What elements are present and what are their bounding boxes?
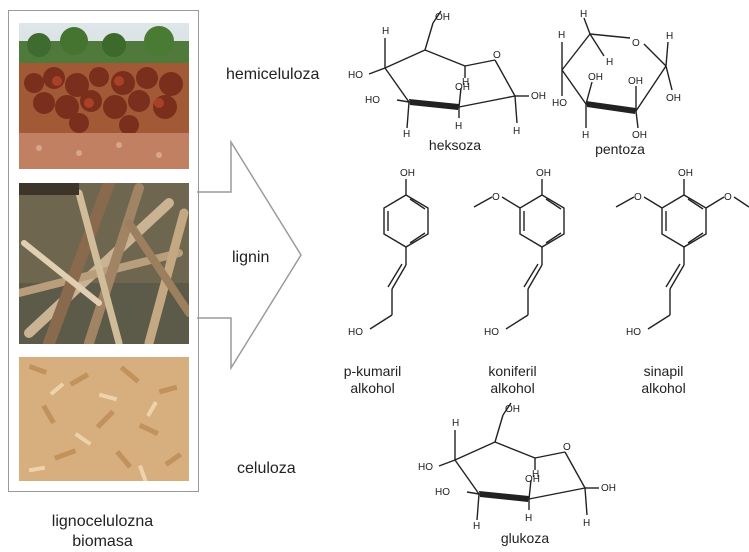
- biomass-caption: lignocelulozna biomasa: [0, 512, 205, 552]
- hexose-ring-o: O: [493, 50, 501, 61]
- pentose-h-2: H: [580, 9, 587, 20]
- glucose-oh-top: OH: [505, 404, 520, 415]
- hexose-ho-1: HO: [348, 70, 363, 81]
- glucose-structure: OH H HO HO O OH OH H H H H: [418, 402, 616, 530]
- pentose-oh-1: OH: [588, 72, 603, 83]
- hexose-h-2: H: [462, 77, 469, 88]
- coniferyl-name-line1: koniferil: [488, 363, 537, 379]
- pentose-ring-o: O: [632, 38, 640, 49]
- cellulose-label: celuloza: [237, 460, 296, 477]
- p-coumaryl-name-line1: p-kumaril: [343, 363, 402, 379]
- glucose-h-3: H: [473, 521, 480, 530]
- p-coumaryl-ho: HO: [348, 327, 363, 338]
- glucose-ho-1: HO: [418, 462, 433, 473]
- glucose-h-1: H: [452, 418, 459, 429]
- hexose-name: heksoza: [428, 137, 482, 153]
- hexose-h-4: H: [455, 121, 462, 132]
- sinapyl-ho: HO: [626, 327, 641, 338]
- hexose-h-5: H: [513, 126, 520, 137]
- wood-logs-photo: [19, 183, 189, 344]
- pentose-oh-4: OH: [632, 130, 647, 141]
- glucose-h-5: H: [583, 518, 590, 529]
- coniferyl-ho: HO: [484, 327, 499, 338]
- coniferyl-oh: OH: [536, 168, 551, 179]
- biomass-caption-line1: lignocelulozna: [51, 513, 154, 530]
- pentose-oh-3: OH: [666, 93, 681, 104]
- pentose-structure: O H H H H OH OH HO OH H OH: [552, 9, 681, 141]
- pentose-h-4: H: [666, 31, 673, 42]
- hexose-ho-2: HO: [365, 95, 380, 106]
- pentose-name: pentoza: [595, 141, 645, 157]
- coniferyl-alcohol-name: koniferil alkohol: [470, 363, 555, 397]
- hexose-oh-right: OH: [531, 91, 546, 102]
- glucose-oh-right: OH: [601, 483, 616, 494]
- pentose-oh-2: OH: [628, 76, 643, 87]
- sinapyl-name-line2: alkohol: [641, 380, 686, 396]
- pentose-h-3: H: [606, 57, 613, 68]
- coniferyl-o: O: [492, 192, 500, 203]
- coniferyl-alcohol-structure: OH O HO: [473, 168, 565, 338]
- hemicellulose-label: hemiceluloza: [226, 66, 320, 83]
- glucose-h-4: H: [525, 513, 532, 524]
- glucose-h-2: H: [532, 469, 539, 480]
- glucose-ring-o: O: [563, 442, 571, 453]
- p-coumaryl-alcohol-structure: OH HO: [348, 168, 429, 338]
- sinapyl-alcohol-name: sinapil alkohol: [621, 363, 706, 397]
- biomass-photo-panel: [8, 10, 199, 492]
- glucose-ho-2: HO: [435, 487, 450, 498]
- glucose-name: glukoza: [500, 530, 550, 546]
- pentose-h-1: H: [558, 30, 565, 41]
- lignin-label: lignin: [232, 249, 270, 266]
- sinapyl-alcohol-structure: OH O O HO: [615, 168, 749, 338]
- wood-chips-photo: [19, 357, 189, 481]
- p-coumaryl-oh: OH: [400, 168, 415, 179]
- hexose-oh-mid: OH: [455, 82, 470, 93]
- lignin-monomers: OH HO OH O HO: [348, 168, 749, 338]
- sinapyl-o-right: O: [724, 192, 732, 203]
- palm-fruit-photo: [19, 23, 189, 169]
- hexose-h-3: H: [403, 129, 410, 138]
- coniferyl-name-line2: alkohol: [490, 380, 535, 396]
- pentose-ho-1: HO: [552, 98, 567, 109]
- p-coumaryl-alcohol-name: p-kumaril alkohol: [330, 363, 415, 397]
- sinapyl-name-line1: sinapil: [643, 363, 684, 379]
- biomass-caption-line2: biomasa: [72, 533, 133, 550]
- sinapyl-oh: OH: [678, 168, 693, 179]
- conversion-arrow: [197, 140, 302, 370]
- hexose-oh-top: OH: [435, 12, 450, 23]
- hexose-h-1: H: [382, 26, 389, 37]
- sinapyl-o-left: O: [634, 192, 642, 203]
- p-coumaryl-name-line2: alkohol: [350, 380, 395, 396]
- glucose-oh-mid: OH: [525, 474, 540, 485]
- hexose-structure: OH H HO HO O OH OH H H H H: [348, 10, 546, 138]
- pentose-h-5: H: [582, 130, 589, 141]
